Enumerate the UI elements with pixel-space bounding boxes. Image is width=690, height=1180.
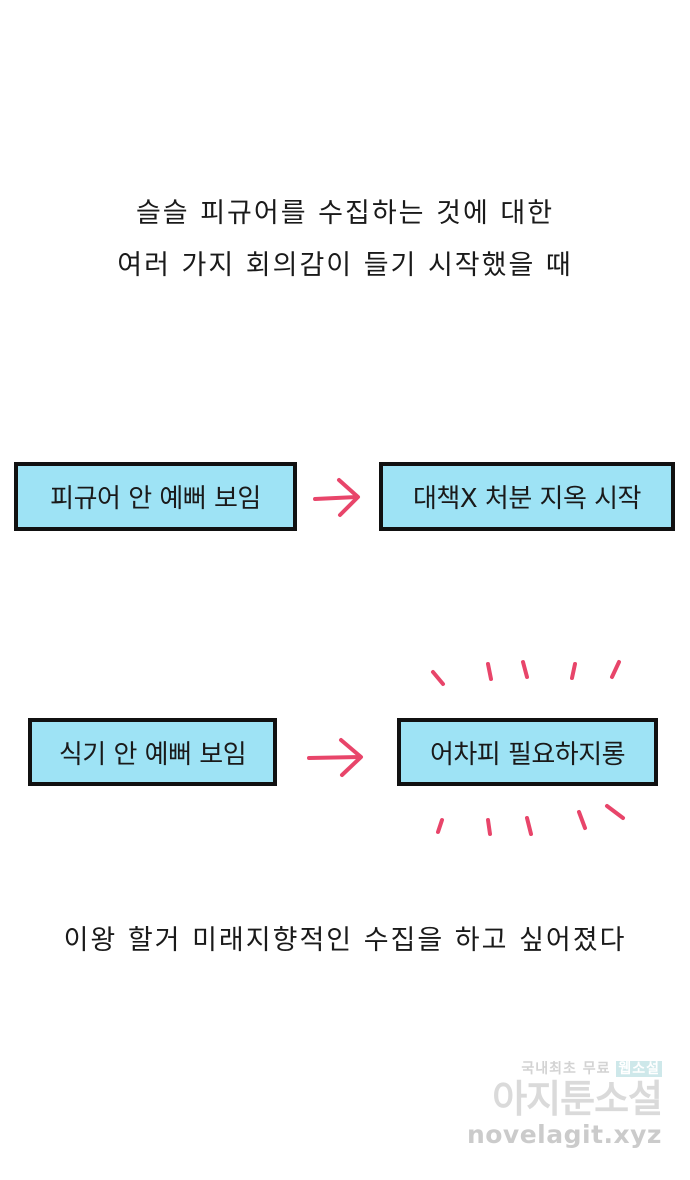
caption-top-line1: 슬슬 피규어를 수집하는 것에 대한: [135, 198, 555, 229]
watermark-url: novelagit.xyz: [466, 1120, 662, 1149]
flow1-right-box: 대책X 처분 지옥 시작: [379, 462, 675, 531]
watermark-logo: 아지툰소설: [492, 1077, 663, 1121]
flow2-arrow-icon: [307, 738, 363, 777]
watermark-tagline: 국내최초 무료 웹소설: [462, 1058, 662, 1078]
flow1-left-box: 피규어 안 예뻐 보임: [14, 462, 297, 531]
watermark-tagline-accent: 웹소설: [616, 1061, 662, 1077]
watermark-tagline-text: 국내최초 무료: [521, 1061, 617, 1077]
flow2-right-box: 어차피 필요하지롱: [397, 718, 658, 786]
caption-bottom: 이왕 할거 미래지향적인 수집을 하고 싶어졌다: [63, 925, 627, 956]
caption-top: 슬슬 피규어를 수집하는 것에 대한 여러 가지 회의감이 들기 시작했을 때: [0, 188, 690, 292]
flow1-arrow-icon: [313, 478, 360, 517]
watermark: 국내최초 무료 웹소설 아지툰소설 novelagit.xyz: [462, 1058, 663, 1149]
caption-top-line2: 여러 가지 회의감이 들기 시작했을 때: [117, 250, 573, 281]
flow2-left-box: 식기 안 예뻐 보임: [28, 718, 277, 786]
